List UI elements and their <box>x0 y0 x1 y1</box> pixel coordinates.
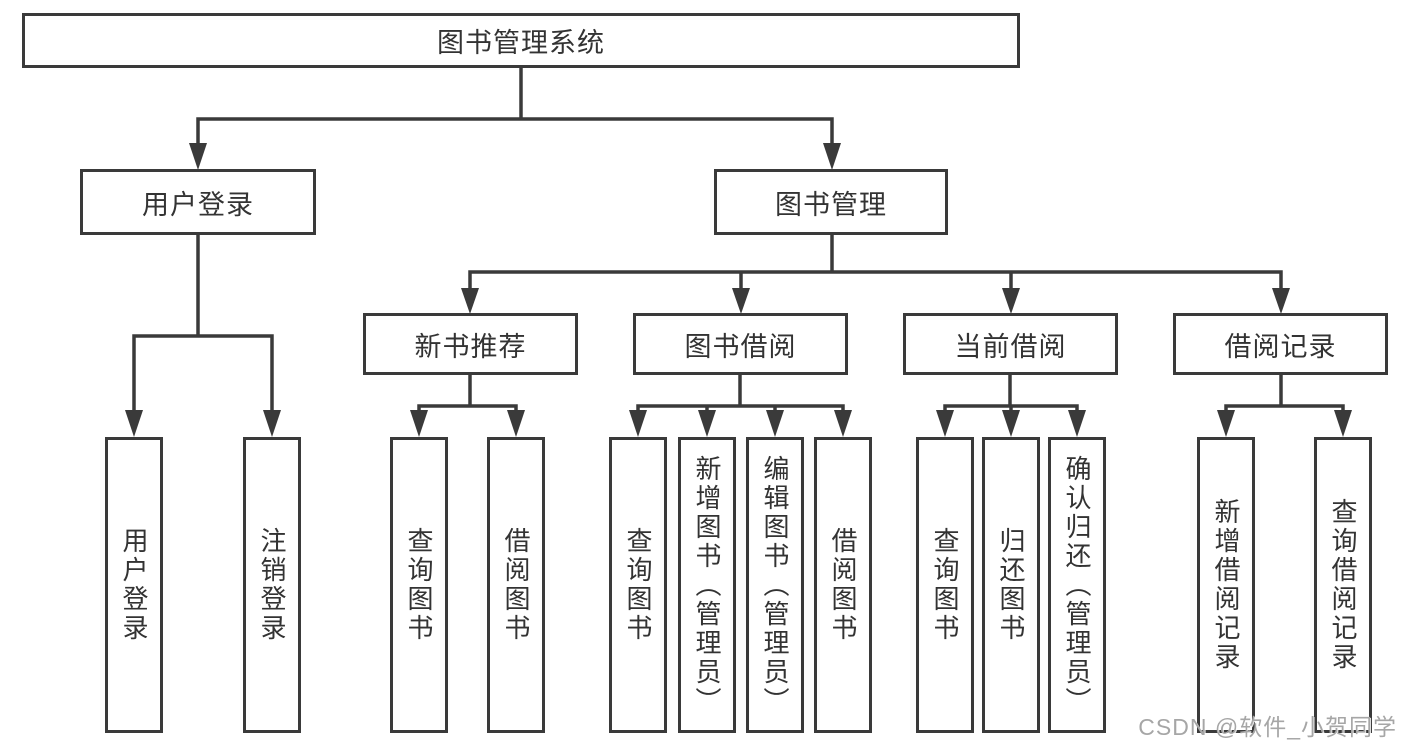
csdn-watermark: CSDN @软件_小贺同学 <box>1138 714 1397 740</box>
leaf-query-books-borrowing-label: 查询图书 <box>623 527 653 643</box>
node-current-borrowing-label: 当前借阅 <box>954 331 1067 362</box>
leaf-confirm-return-admin: 确认归还（管理员） <box>1048 437 1106 733</box>
connector-book-borrowing-to-leaves <box>629 375 852 437</box>
leaf-edit-books-admin: 编辑图书（管理员） <box>746 437 804 733</box>
node-book-borrowing-label: 图书借阅 <box>684 331 797 362</box>
leaf-add-books-admin-label: 新增图书（管理员） <box>692 454 722 716</box>
node-borrowing-records: 借阅记录 <box>1173 313 1388 375</box>
node-book-management-label: 图书管理 <box>775 189 887 220</box>
node-new-book-recommendation-label: 新书推荐 <box>414 331 527 362</box>
leaf-return-books: 归还图书 <box>982 437 1040 733</box>
leaf-user-login-label: 用户登录 <box>119 527 149 643</box>
node-library-management-system-label: 图书管理系统 <box>437 28 605 58</box>
node-current-borrowing: 当前借阅 <box>903 313 1118 375</box>
leaf-query-books-current-label: 查询图书 <box>930 527 960 643</box>
connector-borrowing-records-to-leaves <box>1217 375 1352 437</box>
connector-current-borrowing-to-leaves <box>936 375 1086 437</box>
node-new-book-recommendation: 新书推荐 <box>363 313 578 375</box>
leaf-borrow-books-recommend: 借阅图书 <box>487 437 545 733</box>
leaf-logout: 注销登录 <box>243 437 301 733</box>
node-book-borrowing: 图书借阅 <box>633 313 848 375</box>
leaf-edit-books-admin-label: 编辑图书（管理员） <box>760 454 790 716</box>
node-library-management-system: 图书管理系统 <box>22 13 1020 68</box>
leaf-query-books-recommend: 查询图书 <box>390 437 448 733</box>
connector-root-to-level2 <box>189 68 841 170</box>
leaf-borrow-books-label: 借阅图书 <box>828 527 858 643</box>
node-book-management: 图书管理 <box>714 169 948 235</box>
leaf-query-borrow-record: 查询借阅记录 <box>1314 437 1372 733</box>
leaf-add-borrow-record: 新增借阅记录 <box>1197 437 1255 733</box>
leaf-borrow-books-recommend-label: 借阅图书 <box>501 527 531 643</box>
node-user-login-label: 用户登录 <box>142 189 254 220</box>
leaf-add-books-admin: 新增图书（管理员） <box>678 437 736 733</box>
leaf-query-books-borrowing: 查询图书 <box>609 437 667 733</box>
leaf-add-borrow-record-label: 新增借阅记录 <box>1211 498 1241 672</box>
node-user-login: 用户登录 <box>80 169 316 235</box>
node-borrowing-records-label: 借阅记录 <box>1224 331 1337 362</box>
leaf-query-books-current: 查询图书 <box>916 437 974 733</box>
connector-new-book-recommend-to-leaves <box>410 375 525 437</box>
leaf-query-books-recommend-label: 查询图书 <box>404 527 434 643</box>
leaf-return-books-label: 归还图书 <box>996 527 1026 643</box>
leaf-user-login: 用户登录 <box>105 437 163 733</box>
connector-user-login-to-leaves <box>125 235 281 437</box>
leaf-logout-label: 注销登录 <box>257 527 287 643</box>
connector-book-management-to-level3 <box>461 235 1290 314</box>
leaf-query-borrow-record-label: 查询借阅记录 <box>1328 498 1358 672</box>
leaf-borrow-books: 借阅图书 <box>814 437 872 733</box>
leaf-confirm-return-admin-label: 确认归还（管理员） <box>1062 454 1092 716</box>
